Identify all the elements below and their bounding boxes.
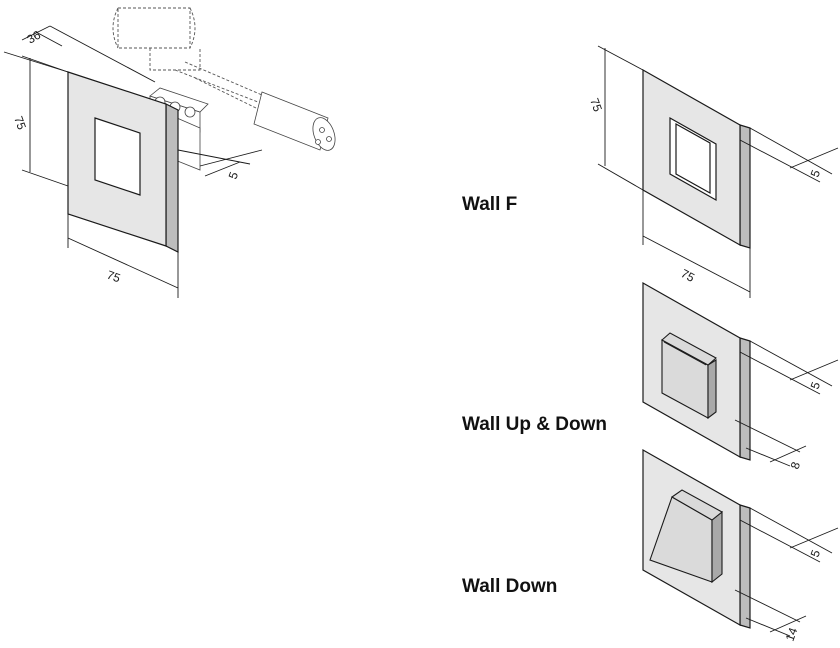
dim-depth-label: 36 [25, 28, 44, 47]
variant-wall-down: 5 14 Wall Down [462, 448, 839, 643]
wall-f-dim-height: 75 [587, 96, 605, 114]
wall-f-label: Wall F [462, 194, 517, 215]
wall-f-dim-thickness: 5 [808, 168, 824, 179]
wall-down-label: Wall Down [462, 576, 557, 597]
variant-wall-f: 75 75 5 Wall F [462, 45, 839, 298]
dim-thickness [177, 149, 263, 177]
main-fixture-view: 36 75 75 5 [3, 7, 336, 298]
dim-height [21, 55, 69, 187]
plate-side-edge [165, 103, 179, 253]
wall-up-down-label: Wall Up & Down [462, 414, 607, 435]
wall-up-down-dim-projection: 8 [788, 460, 804, 471]
dim-thickness-label: 5 [226, 170, 242, 181]
wall-down-dim-projection: 14 [783, 625, 801, 643]
dim-width-label: 75 [105, 268, 123, 286]
cable-tube [253, 91, 336, 151]
variant-wall-up-down: 5 8 Wall Up & Down [462, 281, 839, 471]
dim-height-label: 75 [11, 114, 29, 132]
light-opening [94, 117, 141, 196]
housing-dashed-outline [112, 7, 263, 109]
wall-up-down-dim-thickness: 5 [808, 380, 824, 391]
wall-f-dim-width: 75 [679, 266, 698, 285]
wall-down-dim-thickness: 5 [808, 548, 824, 559]
dim-width [67, 214, 179, 298]
